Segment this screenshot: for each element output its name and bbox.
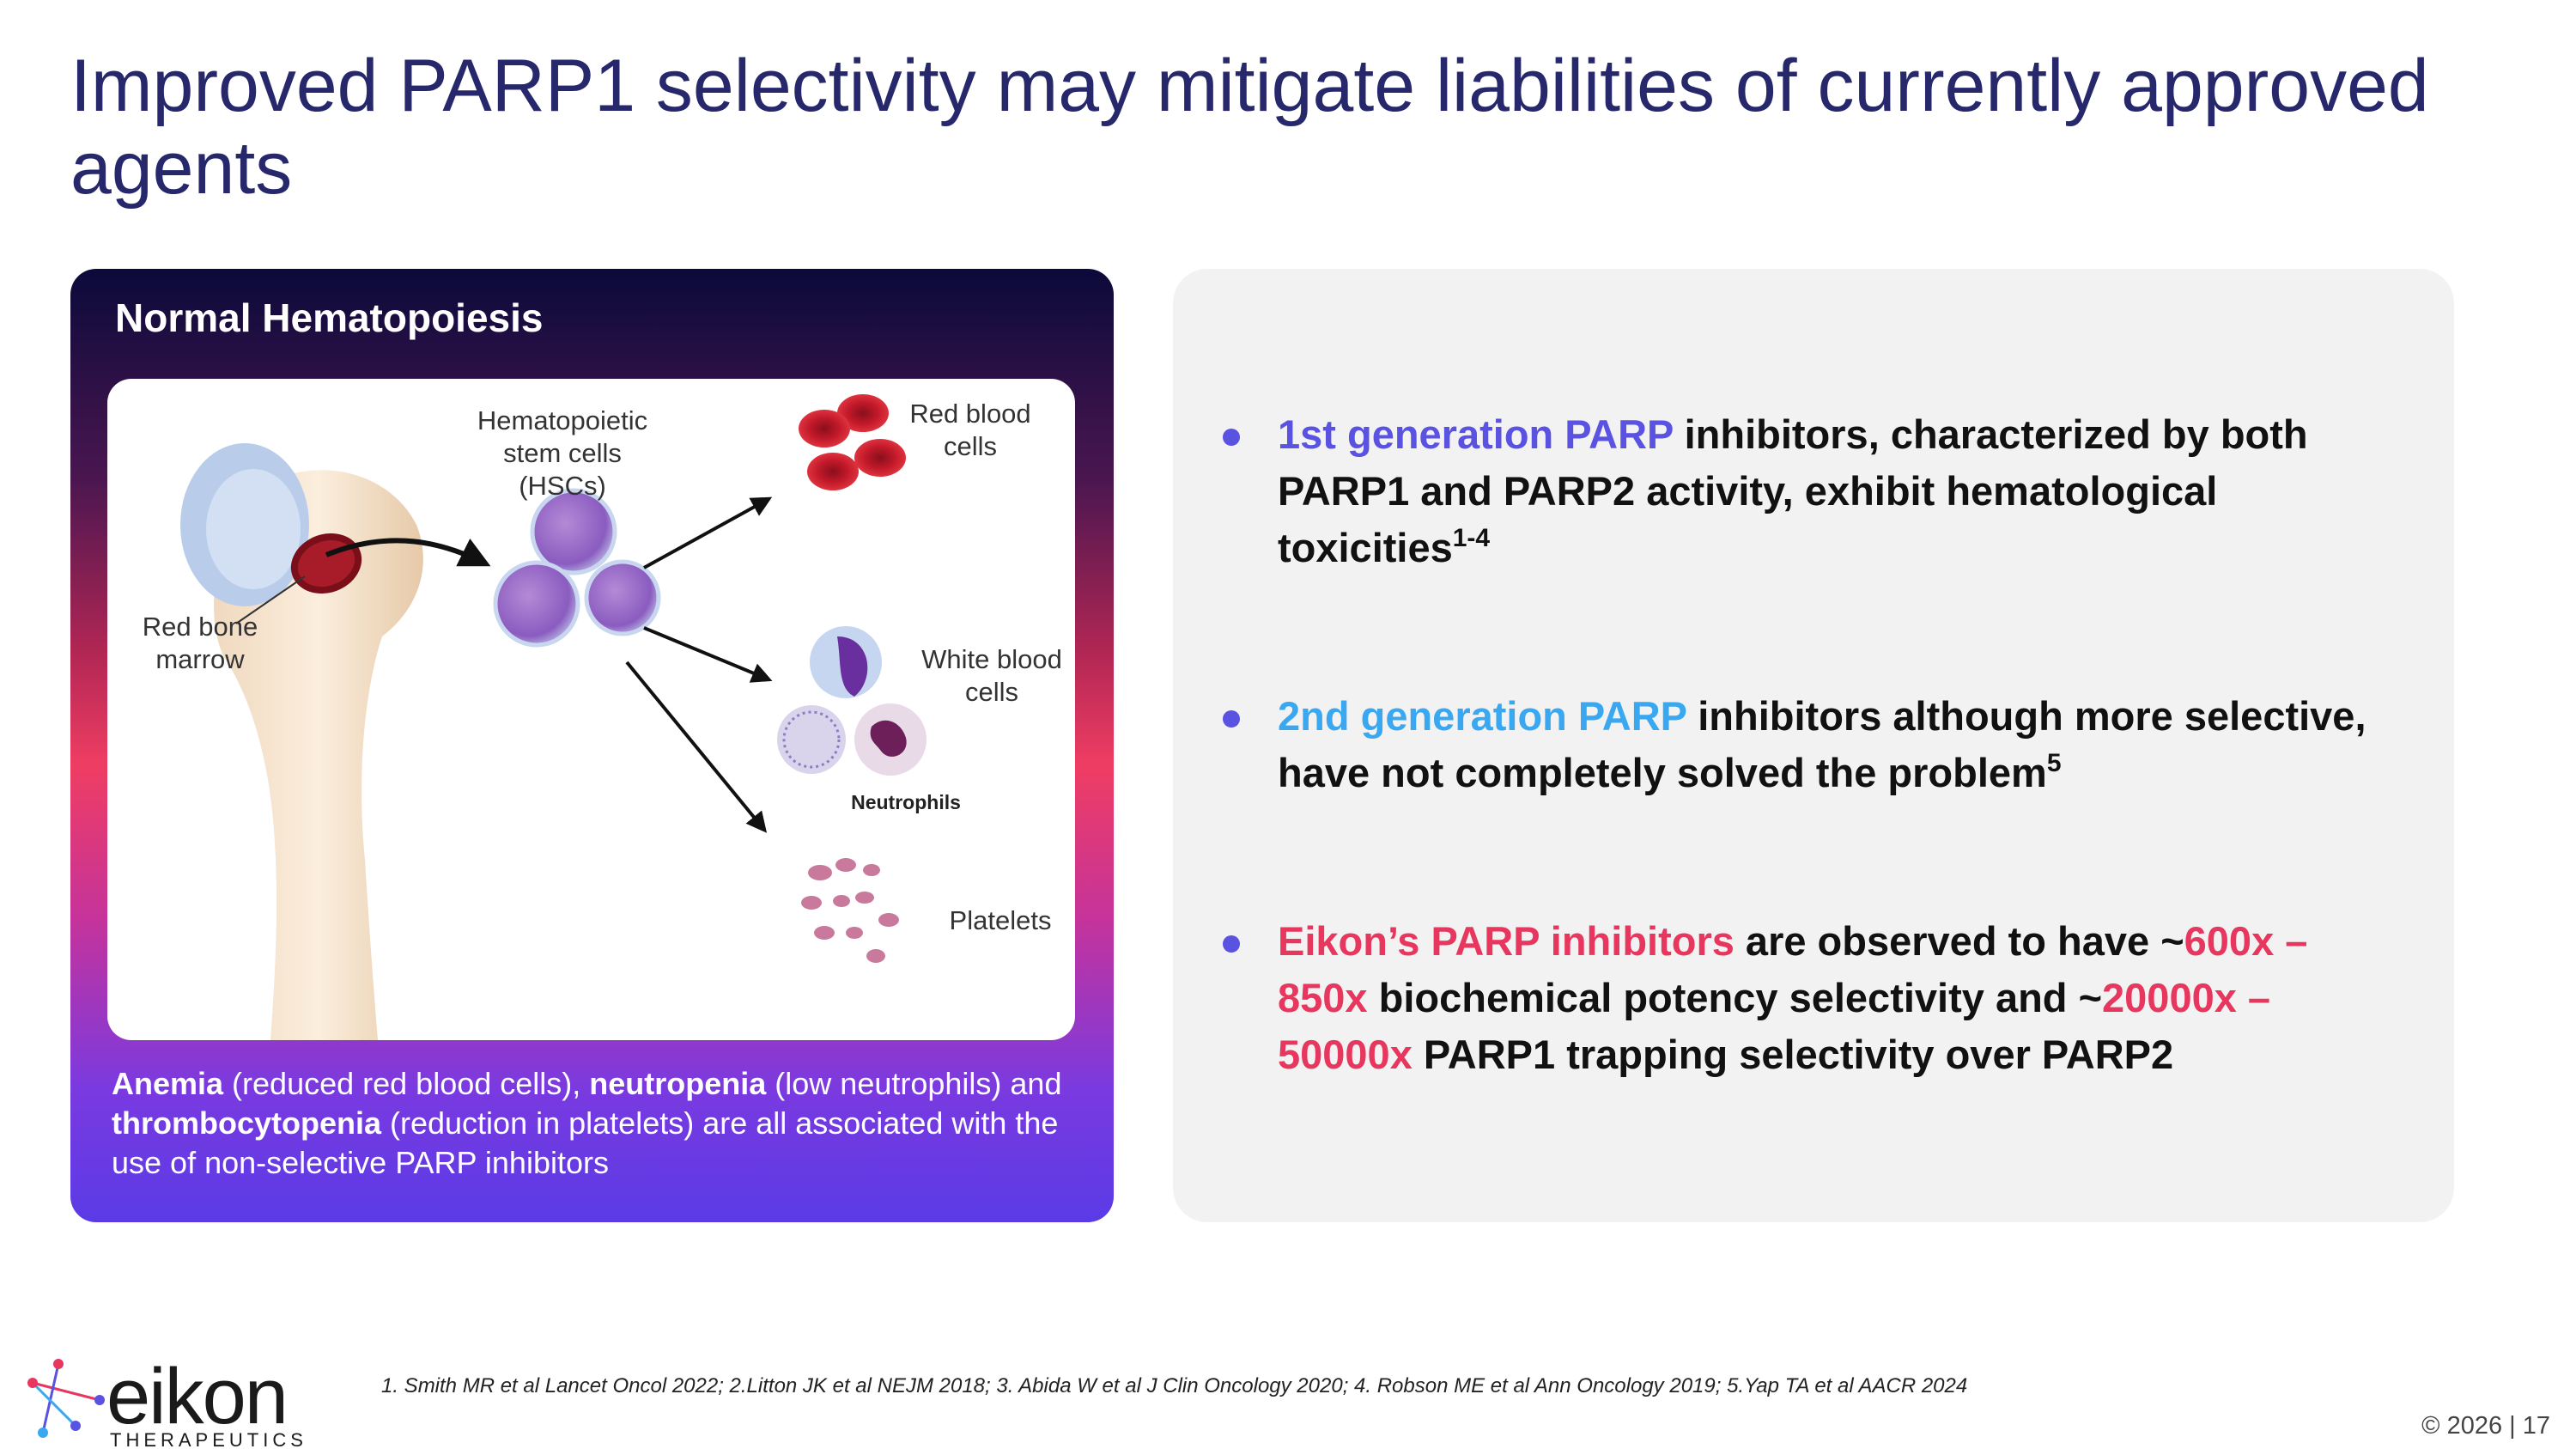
bullet-highlight: 1st generation PARP (1278, 411, 1674, 457)
bullet-text: biochemical potency selectivity and ~ (1367, 975, 2103, 1020)
label-rbc: Red blood cells (909, 399, 1031, 461)
femur-bone (180, 443, 423, 1040)
bullet-highlight: Eikon’s PARP inhibitors (1278, 918, 1735, 964)
caption-text: (low neutrophils) and (766, 1066, 1062, 1101)
page-title: Improved PARP1 selectivity may mitigate … (70, 45, 2429, 210)
bullet-eikon: Eikon’s PARP inhibitors are observed to … (1216, 913, 2392, 1083)
eikon-logo: eikon THERAPEUTICS (24, 1353, 307, 1449)
caption-thrombocytopenia: thrombocytopenia (112, 1105, 382, 1141)
stem-cells (493, 488, 661, 648)
bullet-dot (1223, 429, 1240, 446)
label-neutrophils: Neutrophils (851, 791, 961, 813)
bullet-superscript: 5 (2046, 749, 2062, 777)
bullet-text: inhibitors, characterized by both PARP1 … (1278, 411, 2308, 570)
bullet-second-gen: 2nd generation PARP inhibitors although … (1216, 688, 2392, 801)
logo-subtitle: THERAPEUTICS (110, 1429, 307, 1449)
card-caption: Anemia (reduced red blood cells), neutro… (112, 1064, 1091, 1183)
label-hsc: Hematopoietic stem cells (HSCs) (477, 405, 648, 501)
caption-text: (reduction in platelets) are all associa… (112, 1105, 1059, 1180)
red-blood-cells (799, 394, 906, 490)
bullet-text: are observed to have ~ (1734, 918, 2184, 964)
bullet-highlight: 2nd generation PARP (1278, 693, 1687, 739)
bullet-text: PARP1 trapping selectivity over PARP2 (1412, 1032, 2174, 1077)
label-wbc: White blood cells (921, 644, 1062, 707)
card-heading: Normal Hematopoiesis (115, 295, 544, 340)
platelets (801, 858, 899, 963)
page-footer: © 2026 | 17 (2421, 1412, 2550, 1440)
bullet-first-gen: 1st generation PARP inhibitors, characte… (1216, 406, 2392, 576)
label-marrow: Red bone marrow (142, 612, 258, 674)
bullet-value: 600x – 850x (1278, 918, 2308, 1020)
references: 1. Smith MR et al Lancet Oncol 2022; 2.L… (381, 1374, 1968, 1397)
hematopoiesis-diagram (180, 394, 927, 1040)
white-blood-cells (777, 626, 927, 776)
eikon-logo-mark-icon (27, 1359, 105, 1438)
bullet-value: 20000x – 50000x (1278, 975, 2271, 1077)
bullets-card: 1st generation PARP inhibitors, characte… (1173, 269, 2454, 1222)
logo-word: eikon (106, 1353, 289, 1440)
caption-text: (reduced red blood cells), (223, 1066, 590, 1101)
bullet-dot (1223, 710, 1240, 728)
caption-anemia: Anemia (112, 1066, 224, 1101)
caption-neutropenia: neutropenia (589, 1066, 767, 1101)
label-platelets: Platelets (949, 905, 1052, 935)
hematopoiesis-illustration: Hematopoietic stem cells (HSCs) Red bloo… (107, 379, 1075, 1040)
hematopoiesis-card: Normal Hematopoiesis (70, 269, 1114, 1222)
bullet-superscript: 1-4 (1452, 524, 1491, 552)
bullet-text: inhibitors although more selective, have… (1278, 693, 2366, 795)
bullet-dot (1223, 935, 1240, 953)
